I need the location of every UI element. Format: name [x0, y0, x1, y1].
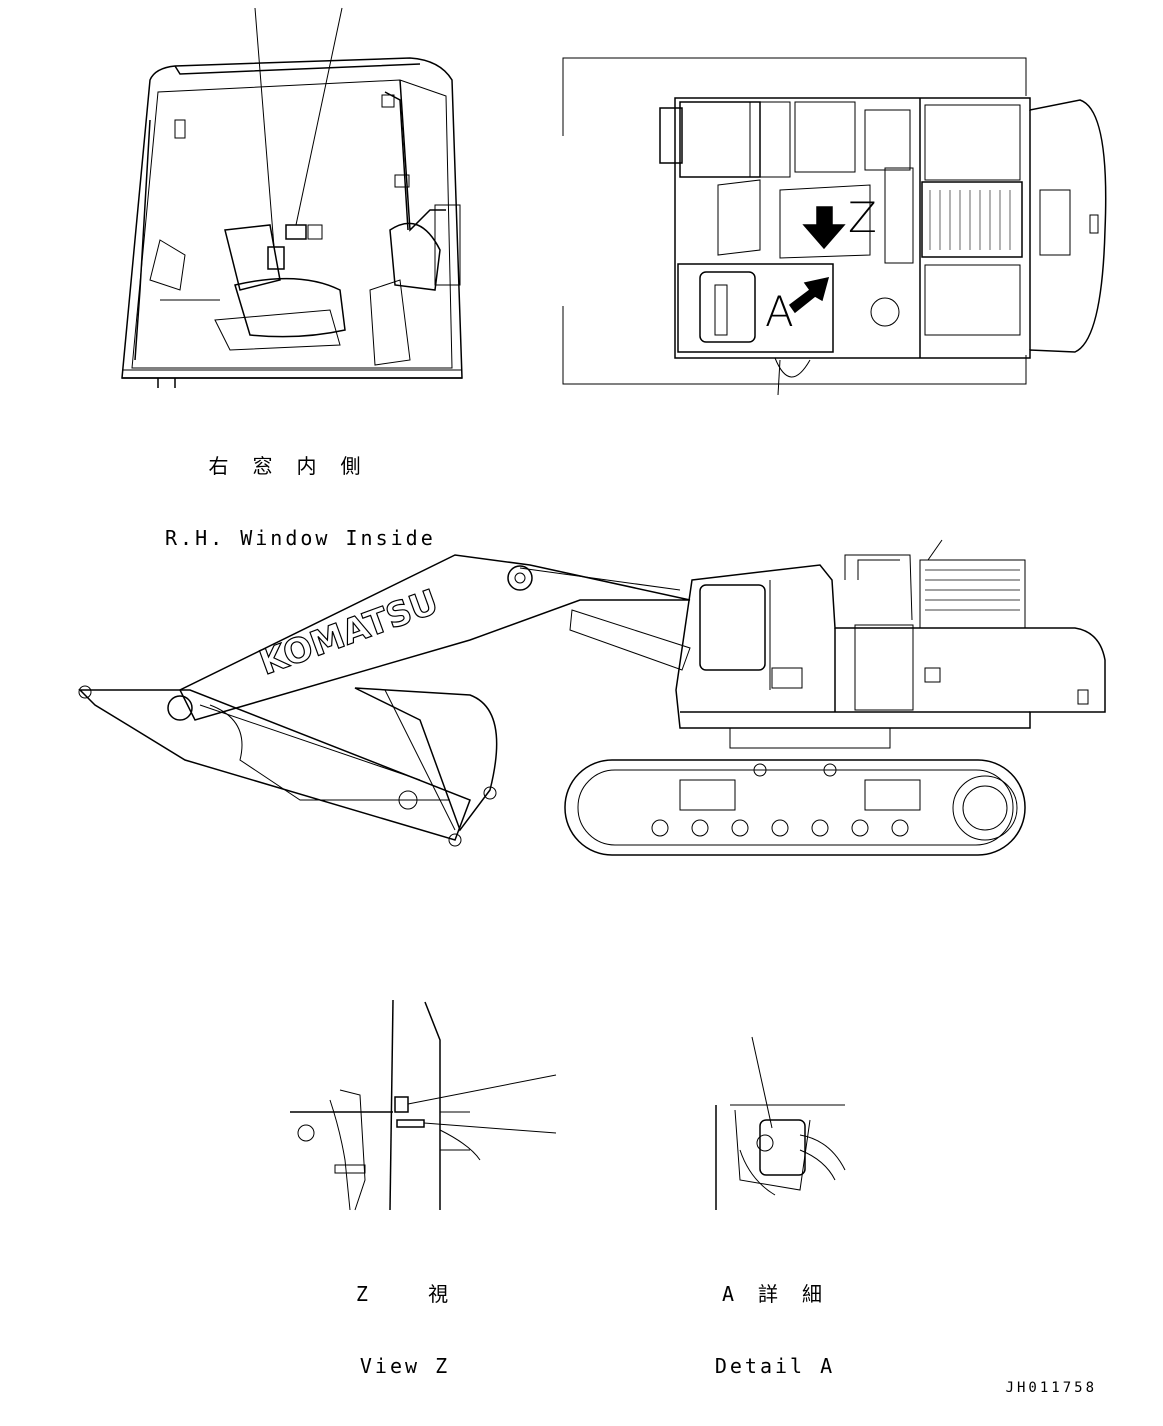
view-z-caption-en: View Z: [359, 1354, 451, 1378]
drawing-id: JH011758: [1005, 1380, 1097, 1396]
detail-a-caption-en: Detail A: [714, 1354, 836, 1378]
excavator-side-view: [78, 539, 1106, 856]
detail-a-drawing: [715, 1036, 846, 1210]
cab-interior-view: [121, 7, 463, 388]
view-z-marker: Z: [848, 193, 877, 242]
brand-logo: KOMATSU: [254, 582, 443, 683]
view-z-caption: Z 視 View Z: [340, 1234, 470, 1402]
cab-view-caption-jp: 右 窓 内 側: [208, 454, 367, 478]
detail-a-caption: A 詳 細 Detail A: [710, 1234, 840, 1402]
cab-view-caption-en: R.H. Window Inside: [165, 526, 436, 550]
detail-a-caption-jp: A 詳 細: [721, 1282, 829, 1306]
view-z-drawing: [290, 999, 557, 1211]
view-z-caption-jp: Z 視: [355, 1282, 455, 1306]
cab-view-caption: 右 窓 内 側 R.H. Window Inside: [165, 406, 436, 574]
top-view: [562, 57, 1107, 396]
detail-a-marker: A: [765, 287, 794, 336]
